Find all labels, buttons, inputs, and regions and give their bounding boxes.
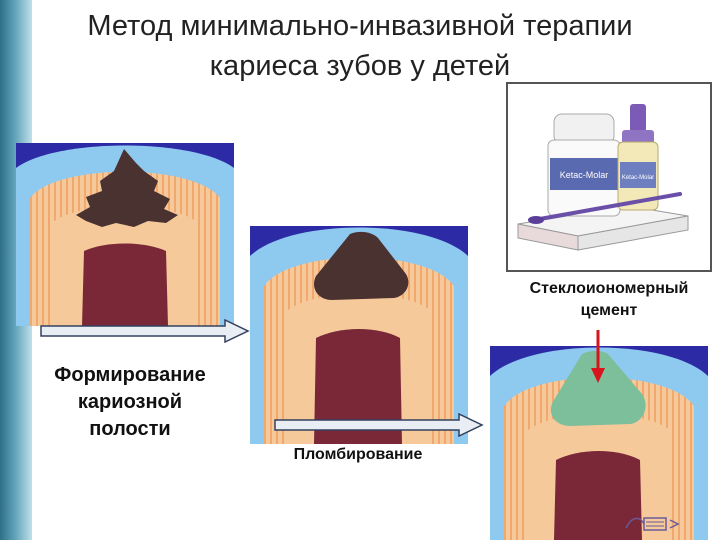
cavity-tooth-svg	[250, 227, 468, 444]
product-photo-svg: Ketac-Molar Ketac-Molar	[508, 84, 710, 270]
cement-indicator-arrow	[591, 330, 605, 383]
cement-label: Стеклоиономерный цемент	[506, 278, 712, 322]
mixing-spatula-icon	[528, 192, 682, 224]
filled-tooth-illustration	[490, 346, 708, 540]
prepared-cavity	[313, 231, 409, 300]
glass-ionomer-powder-bottle-icon: Ketac-Molar	[547, 113, 621, 217]
product-photo: Ketac-Molar Ketac-Molar	[506, 82, 712, 272]
slide-title: Метод минимально-инвазивной терапии кари…	[40, 6, 680, 86]
title-line-2: кариеса зубов у детей	[209, 50, 511, 82]
cavity-formation-line-2: кариозной	[77, 391, 183, 413]
publisher-logo-icon	[625, 517, 680, 531]
filling-label: Пломбирование	[293, 446, 423, 463]
carious-tooth-svg	[16, 145, 234, 326]
liquid-bottle-label: Ketac-Molar	[622, 175, 654, 181]
cement-label-line-2: цемент	[580, 302, 638, 319]
liquid-dropper-bottle-icon: Ketac-Molar	[617, 104, 659, 211]
filled-tooth-svg	[490, 347, 708, 540]
transition-arrow-cavity	[40, 319, 250, 343]
caries-lesion	[76, 149, 178, 227]
prepared-cavity-tooth-illustration	[250, 226, 468, 444]
title-line-1: Метод минимально-инвазивной терапии	[87, 10, 633, 42]
cavity-formation-line-3: полости	[89, 418, 171, 440]
product-box-icon	[517, 205, 689, 251]
transition-arrow-filling	[274, 413, 484, 437]
cement-label-line-1: Стеклоиономерный	[529, 280, 689, 297]
powder-bottle-label: Ketac-Molar	[560, 170, 609, 180]
carious-tooth-illustration	[16, 143, 234, 326]
glass-ionomer-filling	[550, 351, 646, 426]
cavity-formation-line-1: Формирование	[54, 364, 206, 386]
cavity-formation-label: Формирование кариозной полости	[30, 362, 230, 443]
